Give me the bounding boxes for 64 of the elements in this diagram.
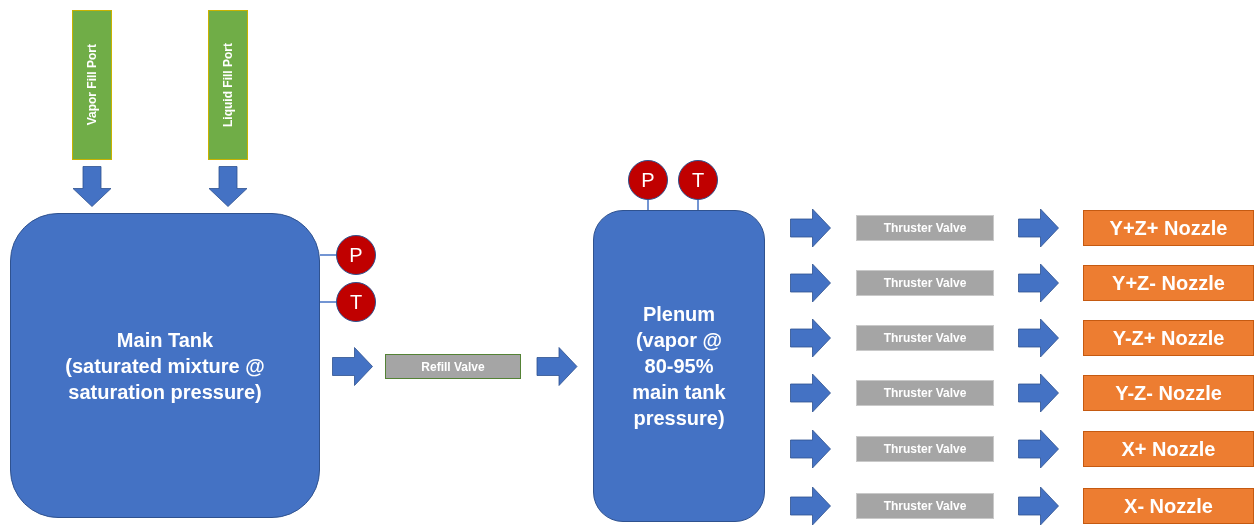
block-arrow	[536, 347, 578, 386]
tank-description: (vapor @ 80-95% main tank pressure)	[631, 328, 727, 431]
block-arrow	[332, 347, 373, 386]
port-label: Vapor Fill Port	[85, 44, 99, 126]
nozzle-box	[1083, 265, 1254, 301]
valve-label: Thruster Valve	[883, 276, 967, 290]
block-arrow	[1018, 429, 1059, 469]
valve-box	[856, 215, 994, 241]
sensor-letter: T	[349, 290, 363, 314]
tank-description: (saturated mixture @ saturation pressure)	[64, 353, 266, 405]
nozzle-label: Y-Z- Nozzle	[1115, 381, 1222, 405]
block-arrow	[790, 263, 831, 303]
sensor-circle	[336, 235, 376, 275]
block-arrow	[790, 208, 831, 248]
valve-box	[856, 325, 994, 351]
nozzle-box	[1083, 210, 1254, 246]
tank-title: Main Tank	[116, 327, 214, 353]
sensor-circle	[628, 160, 668, 200]
block-arrow	[790, 486, 831, 525]
port-label: Liquid Fill Port	[221, 43, 235, 127]
connector-line	[319, 301, 337, 303]
connector-line	[697, 199, 699, 211]
nozzle-label: Y+Z+ Nozzle	[1109, 216, 1228, 240]
nozzle-box	[1083, 375, 1254, 411]
valve-label: Thruster Valve	[883, 442, 967, 456]
tank-title: Plenum	[642, 302, 716, 327]
block-arrow	[208, 166, 248, 207]
block-arrow	[790, 373, 831, 413]
valve-label: Thruster Valve	[883, 386, 967, 400]
valve-box	[856, 270, 994, 296]
sensor-circle	[336, 282, 376, 322]
valve-box	[856, 436, 994, 462]
sensor-letter: T	[691, 168, 705, 192]
sensor-circle	[678, 160, 718, 200]
valve-box	[856, 380, 994, 406]
nozzle-box	[1083, 320, 1254, 356]
block-arrow	[1018, 208, 1059, 248]
valve-label: Thruster Valve	[883, 499, 967, 513]
block-arrow	[1018, 318, 1059, 358]
tank-box	[10, 213, 320, 518]
valve-label: Refill Valve	[421, 359, 485, 374]
sensor-letter: P	[641, 168, 655, 192]
block-arrow	[790, 318, 831, 358]
valve-box	[385, 354, 521, 379]
valve-label: Thruster Valve	[883, 221, 967, 235]
sensor-letter: P	[349, 243, 363, 267]
fill-port-box	[208, 10, 248, 160]
block-arrow	[1018, 373, 1059, 413]
connector-line	[647, 199, 649, 211]
tank-box	[593, 210, 765, 522]
nozzle-label: X- Nozzle	[1124, 494, 1213, 518]
nozzle-box	[1083, 488, 1254, 524]
nozzle-label: Y+Z- Nozzle	[1112, 271, 1225, 295]
nozzle-label: X+ Nozzle	[1121, 437, 1216, 461]
block-arrow	[1018, 486, 1059, 525]
connector-line	[319, 254, 337, 256]
nozzle-box	[1083, 431, 1254, 467]
block-arrow	[72, 166, 112, 207]
block-arrow	[790, 429, 831, 469]
fill-port-box	[72, 10, 112, 160]
nozzle-label: Y-Z+ Nozzle	[1112, 326, 1225, 350]
valve-box	[856, 493, 994, 519]
valve-label: Thruster Valve	[883, 331, 967, 345]
block-arrow	[1018, 263, 1059, 303]
